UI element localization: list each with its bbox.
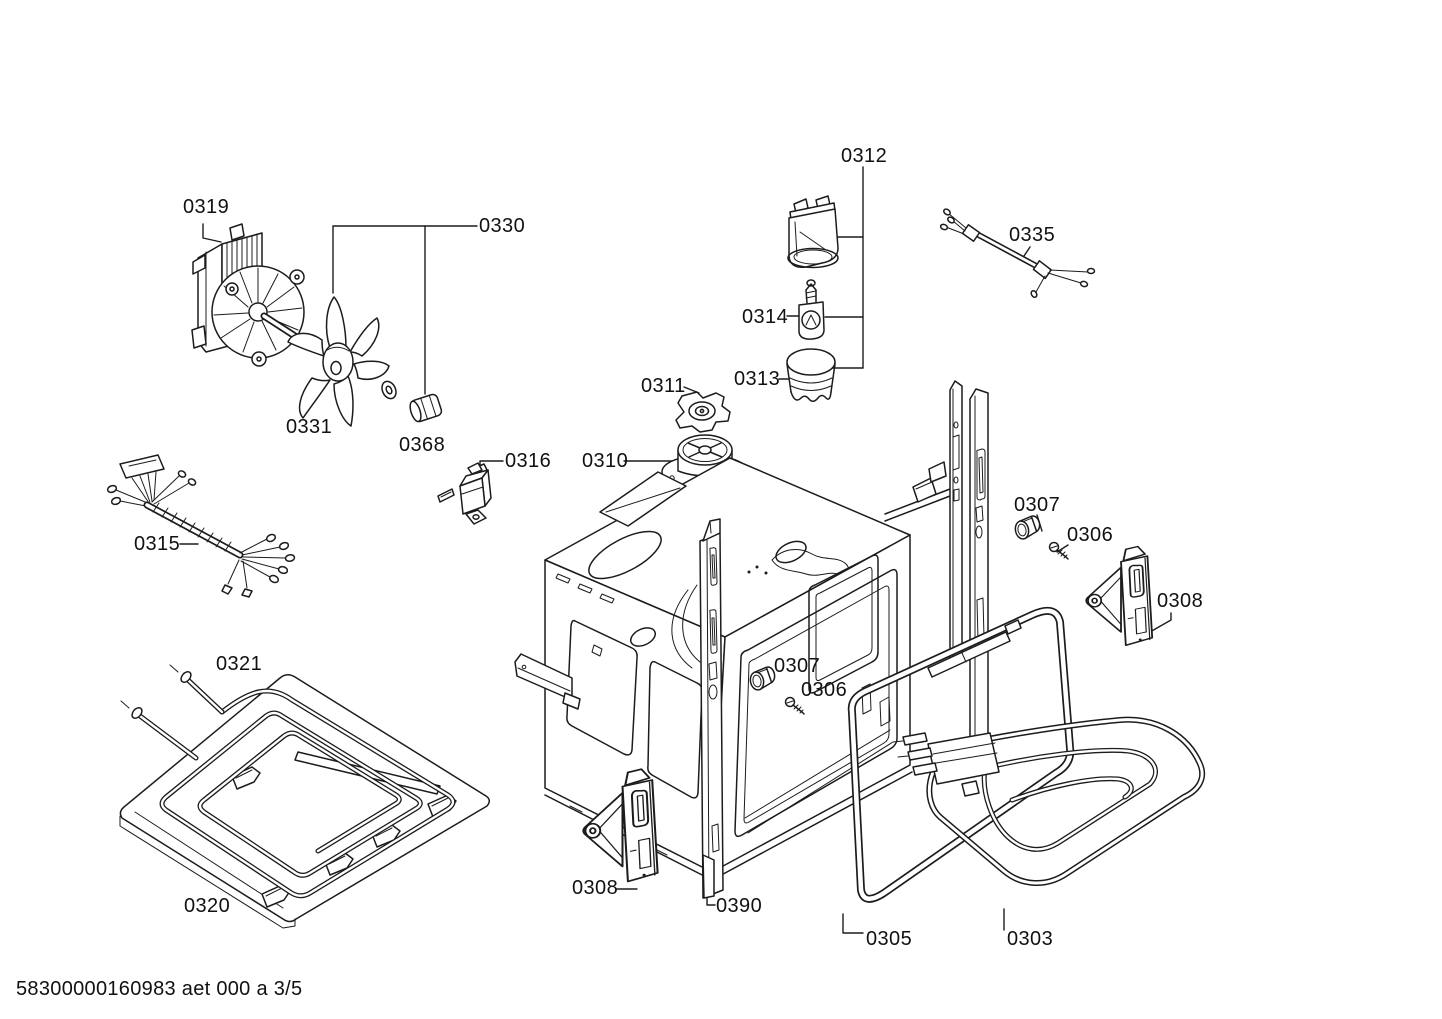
part-label-fan-duct: 0310 <box>582 450 629 472</box>
screw-0306-right-icon <box>1048 541 1069 560</box>
side-frame-posts <box>884 380 991 751</box>
part-label-lamp-assembly: 0312 <box>841 145 888 167</box>
part-label-plug-cap-right: 0307 <box>1014 494 1061 516</box>
wiring-harness-icon <box>106 454 296 598</box>
part-label-hinge-bracket-left: 0308 <box>572 877 619 899</box>
lamp-bulb-icon <box>798 279 825 340</box>
lamp-glass-icon <box>786 348 836 402</box>
leader-0319 <box>202 223 222 243</box>
part-label-thermostat-switch: 0316 <box>505 450 552 472</box>
base-plate-icon <box>119 674 490 929</box>
part-label-screw-right: 0306 <box>1067 524 1114 546</box>
part-label-base-plate: 0320 <box>184 895 231 917</box>
part-label-fan-impeller: 0331 <box>286 416 333 438</box>
grill-frame-icon <box>847 606 1075 903</box>
part-label-grill-frame: 0305 <box>866 928 913 950</box>
lamp-socket-icon <box>787 195 839 269</box>
part-label-screw-inner: 0306 <box>801 679 848 701</box>
cap-0307-right-icon <box>1012 514 1043 541</box>
part-label-lower-heating-element: 0321 <box>216 653 263 675</box>
leader-0305 <box>842 913 864 934</box>
leader-lines <box>179 166 1172 934</box>
part-label-oven-cavity: 0390 <box>716 895 763 917</box>
part-label-wiring-cable: 0335 <box>1009 224 1056 246</box>
hinge-bracket-0308-right-icon <box>1085 545 1154 647</box>
part-label-lamp-bracket: 0311 <box>641 375 686 397</box>
grill-element-icon <box>892 716 1206 887</box>
part-label-fastener-nut: 0368 <box>399 434 446 456</box>
part-label-plug-cap-inner: 0307 <box>774 655 821 677</box>
lamp-bracket-icon <box>675 391 731 433</box>
lower-heating-element-icon <box>120 664 456 899</box>
document-code: 58300000160983 aet 000 a 3/5 <box>16 978 303 1000</box>
part-label-hinge-bracket-right: 0308 <box>1157 590 1204 612</box>
part-label-wiring-harness: 0315 <box>134 533 181 555</box>
cable-icon <box>939 208 1096 299</box>
part-label-lamp-bulb: 0314 <box>742 306 789 328</box>
fan-impeller-icon <box>287 296 390 427</box>
leader-0330 <box>332 225 478 294</box>
part-label-lamp-glass-cover: 0313 <box>734 368 781 390</box>
oven-cavity-icon <box>514 457 913 899</box>
part-label-grill-heating-element: 0303 <box>1007 928 1054 950</box>
washer-icon <box>381 380 397 400</box>
fan-motor-icon <box>191 223 305 367</box>
leader-0308-right <box>1149 612 1172 633</box>
switch-icon <box>437 462 492 525</box>
nut-icon <box>409 393 443 423</box>
part-label-fan-assembly: 0330 <box>479 215 526 237</box>
part-label-fan-motor: 0319 <box>183 196 230 218</box>
